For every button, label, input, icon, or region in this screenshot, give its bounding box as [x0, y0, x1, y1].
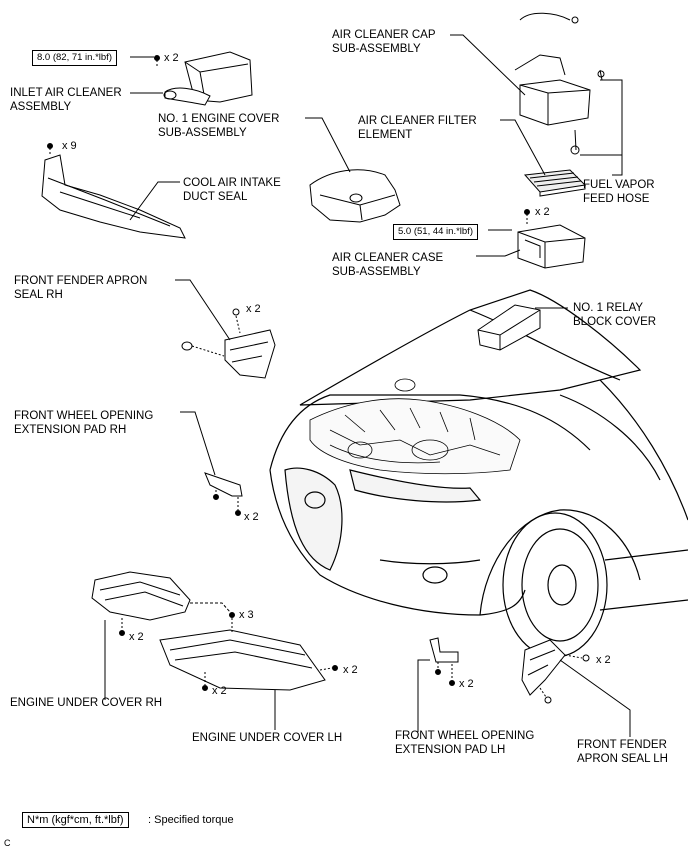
cool-air-intake-duct-seal-part — [41, 143, 186, 239]
engine-under-cover-lh-part — [159, 612, 338, 691]
count-apron-rh: x 2 — [246, 303, 261, 315]
label-air-cleaner-case: AIR CLEANER CASE SUB-ASSEMBLY — [332, 252, 444, 278]
count-pad-lh: x 2 — [459, 678, 474, 690]
count-under-lh-right: x 2 — [343, 664, 358, 676]
label-inlet-air-cleaner: INLET AIR CLEANER ASSEMBLY — [10, 87, 122, 113]
label-air-cleaner-cap: AIR CLEANER CAP SUB-ASSEMBLY — [332, 29, 436, 55]
label-relay-block-cover: NO. 1 RELAY BLOCK COVER — [573, 302, 657, 328]
front-wheel-pad-lh-part — [429, 637, 459, 686]
label-engine-under-cover-lh: ENGINE UNDER COVER LH — [192, 732, 343, 744]
count-duct-seal: x 9 — [62, 140, 77, 152]
label-engine-under-cover-rh: ENGINE UNDER COVER RH — [10, 697, 163, 709]
front-wheel-pad-rh-part — [204, 472, 243, 516]
relay-block-cover-part — [477, 304, 541, 351]
label-front-fender-apron-rh: FRONT FENDER APRON SEAL RH — [14, 275, 148, 301]
front-fender-apron-seal-rh-part — [181, 308, 276, 379]
engine-under-cover-rh-part — [91, 571, 231, 636]
count-air-cleaner-case: x 2 — [535, 206, 550, 218]
label-air-cleaner-filter: AIR CLEANER FILTER ELEMENT — [358, 115, 477, 141]
label-front-wheel-pad-rh: FRONT WHEEL OPENING EXTENSION PAD RH — [14, 410, 154, 436]
torque-spec-inlet: 8.0 (82, 71 in.*lbf) — [32, 50, 117, 66]
label-engine-cover: NO. 1 ENGINE COVER SUB-ASSEMBLY — [158, 113, 280, 139]
corner-mark: C — [4, 838, 11, 848]
engine-cover-part — [309, 169, 401, 223]
count-inlet: x 2 — [164, 52, 179, 64]
count-under-mid: x 3 — [239, 609, 254, 621]
inlet-air-cleaner-part — [154, 51, 253, 106]
label-front-fender-apron-lh: FRONT FENDER APRON SEAL LH — [577, 739, 668, 765]
air-cleaner-cap-part — [514, 12, 605, 155]
label-fuel-vapor-hose: FUEL VAPOR FEED HOSE — [583, 179, 655, 205]
air-cleaner-filter-part — [523, 169, 587, 197]
torque-spec-air-cleaner-case: 5.0 (51, 44 in.*lbf) — [393, 224, 478, 240]
front-fender-apron-seal-lh-part — [521, 639, 590, 704]
legend-torque-units: N*m (kgf*cm, ft.*lbf) — [22, 812, 129, 828]
count-pad-rh: x 2 — [244, 511, 259, 523]
vehicle-illustration — [269, 289, 688, 658]
label-cool-air-intake: COOL AIR INTAKE DUCT SEAL — [183, 177, 281, 203]
air-cleaner-case-part — [517, 209, 586, 269]
count-apron-lh: x 2 — [596, 654, 611, 666]
count-under-lh-left: x 2 — [212, 685, 227, 697]
count-under-rh: x 2 — [129, 631, 144, 643]
legend-description: : Specified torque — [148, 814, 234, 826]
label-front-wheel-pad-lh: FRONT WHEEL OPENING EXTENSION PAD LH — [395, 730, 535, 756]
